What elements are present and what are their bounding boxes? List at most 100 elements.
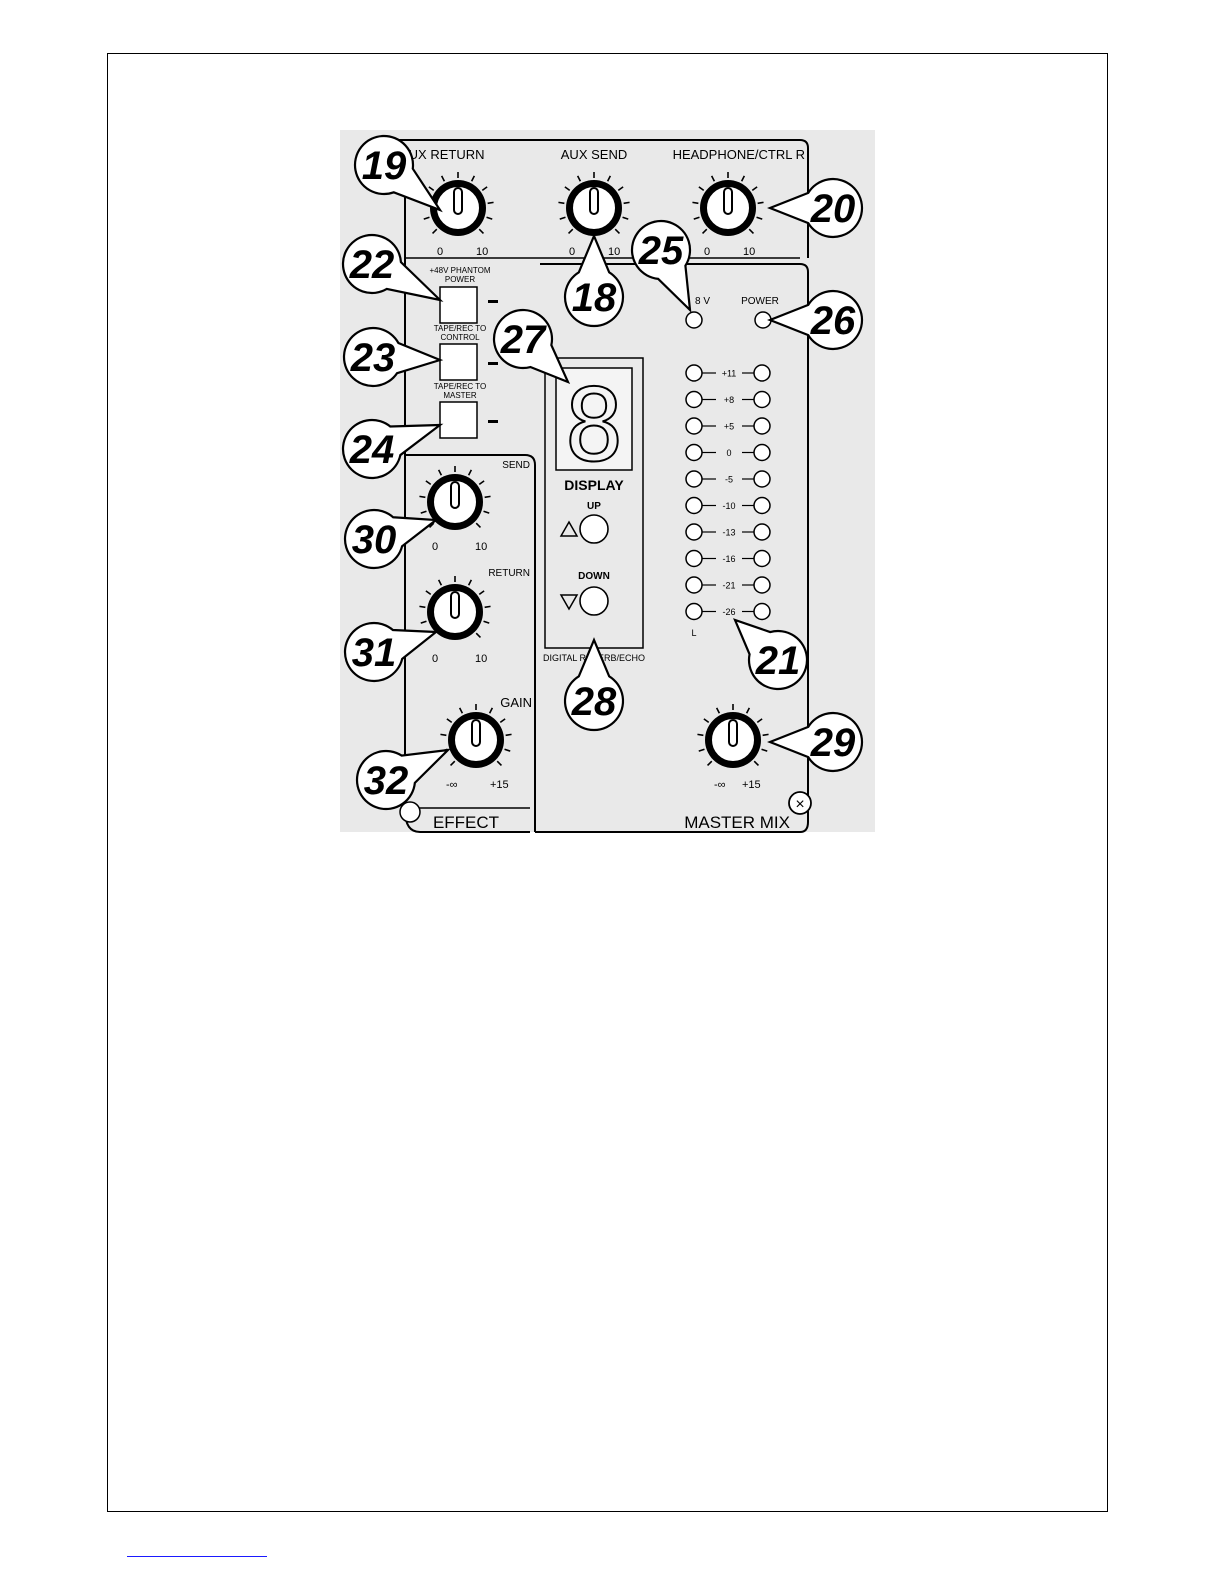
headphone-scale-min: 0: [704, 246, 710, 258]
aux-return-scale-max: 10: [476, 246, 488, 258]
aux-return-scale-min: 0: [437, 246, 443, 258]
send-label: SEND: [502, 460, 530, 471]
headphone-scale-max: 10: [743, 246, 755, 258]
tape-rec-to-control-switch[interactable]: [439, 343, 478, 381]
meter-row: -16: [685, 549, 771, 568]
callout-21: 21: [733, 618, 809, 691]
callout-28: 28: [563, 637, 625, 732]
svg-text:×: ×: [795, 796, 804, 813]
meter-led-left: [685, 549, 703, 568]
down-button[interactable]: [579, 586, 609, 616]
callout-19: 19: [353, 134, 443, 213]
callout-22: 22: [341, 233, 444, 302]
meter-led-left: [685, 523, 703, 541]
up-button[interactable]: [579, 514, 609, 544]
svg-text:22: 22: [349, 243, 395, 287]
effect-send-knob[interactable]: [419, 466, 491, 530]
effect-gain-knob[interactable]: [440, 704, 512, 768]
master-section-outline: [535, 263, 809, 833]
meter-level-label: -21: [722, 581, 735, 591]
meter-led-left: [685, 417, 703, 435]
panel-screw-icon: [399, 801, 421, 823]
meter-led-right: [753, 443, 771, 462]
gain-scale-min: -∞: [446, 779, 458, 791]
return-label: RETURN: [488, 568, 530, 579]
meter-led-right: [753, 364, 771, 382]
svg-text:18: 18: [572, 276, 617, 320]
meter-level-label: 0: [726, 448, 731, 458]
master-scale-min: -∞: [714, 779, 726, 791]
down-label: DOWN: [578, 571, 610, 582]
gain-scale-max: +15: [490, 779, 509, 791]
up-arrow-icon: [559, 520, 579, 537]
phantom-label-2: POWER: [445, 275, 475, 284]
meter-level-label: +5: [724, 422, 734, 432]
callout-27: 27: [492, 308, 571, 385]
svg-text:32: 32: [364, 759, 409, 803]
phantom-led-label: 8 V: [695, 296, 710, 307]
aux-return-label: AUX RETURN: [400, 147, 485, 162]
headphone-knob[interactable]: [692, 172, 764, 236]
aux-send-label: AUX SEND: [561, 147, 627, 162]
callout-26: 26: [767, 289, 864, 351]
callout-18: 18: [563, 233, 625, 328]
svg-text:20: 20: [810, 187, 856, 231]
meter-led-right: [753, 417, 771, 435]
down-arrow-icon: [559, 594, 579, 611]
aux-send-scale-min: 0: [569, 246, 575, 258]
effect-return-knob[interactable]: [419, 576, 491, 640]
meter-led-right: [753, 496, 771, 515]
display-digit: 8: [564, 367, 624, 484]
meter-led-left: [685, 470, 703, 488]
aux-return-knob[interactable]: [422, 172, 494, 236]
meter-level-label: -5: [725, 475, 733, 485]
master-mix-label: MASTER MIX: [684, 813, 790, 832]
meter-level-label: -26: [722, 607, 735, 617]
tape-master-label-1: TAPE/REC TO: [434, 382, 486, 391]
aux-send-scale-max: 10: [608, 246, 620, 258]
meter-level-label: +8: [724, 395, 734, 405]
meter-led-left: [685, 390, 703, 409]
callout-20: 20: [767, 177, 864, 239]
phantom-power-switch[interactable]: [439, 286, 478, 324]
meter-led-right: [753, 390, 771, 409]
phantom-led: [685, 311, 703, 329]
page-frame: [107, 53, 1108, 1512]
meter-led-left: [685, 496, 703, 515]
meter-row: -13: [685, 523, 771, 541]
svg-text:30: 30: [352, 518, 397, 562]
callout-29: 29: [767, 711, 864, 773]
master-scale-max: +15: [742, 779, 761, 791]
meter-led-left: [685, 443, 703, 462]
svg-text:27: 27: [500, 318, 547, 362]
meter-row: +8: [685, 390, 771, 409]
top-section-outline: [390, 139, 809, 258]
tape-ctrl-label-2: CONTROL: [440, 333, 480, 342]
callout-31: 31: [343, 621, 439, 683]
meter-row: -21: [685, 576, 771, 594]
svg-text:21: 21: [755, 639, 801, 683]
master-mix-knob[interactable]: [697, 704, 769, 768]
power-led-label: POWER: [741, 296, 779, 307]
svg-text:31: 31: [352, 631, 397, 675]
meter-level-label: -16: [722, 554, 735, 564]
svg-text:29: 29: [810, 721, 856, 765]
display-title: DISPLAY: [564, 477, 624, 493]
tape-rec-to-master-switch[interactable]: [439, 401, 478, 439]
aux-send-knob[interactable]: [558, 172, 630, 236]
phantom-label-1: +48V PHANTOM: [430, 266, 491, 275]
meter-level-label: -13: [722, 528, 735, 538]
meter-level-label: +11: [722, 369, 737, 379]
gain-label: GAIN: [500, 695, 532, 710]
meter-led-left: [685, 364, 703, 382]
return-scale-min: 0: [432, 653, 438, 665]
meter-led-right: [753, 602, 771, 621]
meter-row: +5: [685, 417, 771, 435]
tape-ctrl-label-1: TAPE/REC TO: [434, 324, 486, 333]
svg-text:23: 23: [350, 336, 396, 380]
seven-segment-display: [555, 367, 633, 471]
effect-section-label: EFFECT: [433, 813, 499, 832]
meter-row: 0: [685, 443, 771, 462]
meter-row: -26: [685, 602, 771, 621]
svg-text:24: 24: [349, 428, 395, 472]
